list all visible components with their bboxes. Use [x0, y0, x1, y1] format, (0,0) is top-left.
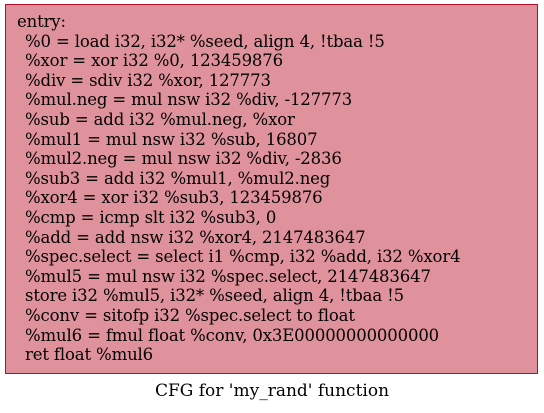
- instruction-line: %cmp = icmp slt i32 %sub3, 0: [25, 207, 277, 227]
- instruction-line: %xor = xor i32 %0, 123459876: [25, 51, 283, 71]
- instruction-line: %sub3 = add i32 %mul1, %mul2.neg: [25, 168, 331, 188]
- instruction-line: %mul5 = mul nsw i32 %spec.select, 214748…: [25, 266, 431, 286]
- graph-caption: CFG for 'my_rand' function: [154, 381, 390, 401]
- instruction-line: %sub = add i32 %mul.neg, %xor: [25, 109, 295, 129]
- instruction-line: %add = add nsw i32 %xor4, 2147483647: [25, 227, 366, 247]
- block-label: entry:: [17, 12, 66, 31]
- instruction-line: %0 = load i32, i32* %seed, align 4, !tba…: [25, 31, 385, 51]
- basic-block-entry: entry: %0 = load i32, i32* %seed, align …: [5, 4, 538, 374]
- instruction-line: %mul.neg = mul nsw i32 %div, -127773: [25, 90, 353, 110]
- instruction-line: %mul2.neg = mul nsw i32 %div, -2836: [25, 149, 342, 169]
- instruction-line: %conv = sitofp i32 %spec.select to float: [25, 305, 355, 325]
- instruction-line: %mul6 = fmul float %conv, 0x3E0000000000…: [25, 325, 440, 345]
- instruction-line: ret float %mul6: [25, 345, 154, 365]
- instruction-line: %spec.select = select i1 %cmp, i32 %add,…: [25, 247, 461, 267]
- instruction-line: %xor4 = xor i32 %sub3, 123459876: [25, 188, 323, 208]
- instruction-line: store i32 %mul5, i32* %seed, align 4, !t…: [25, 286, 404, 306]
- instruction-line: %div = sdiv i32 %xor, 127773: [25, 70, 271, 90]
- instruction-line: %mul1 = mul nsw i32 %sub, 16807: [25, 129, 318, 149]
